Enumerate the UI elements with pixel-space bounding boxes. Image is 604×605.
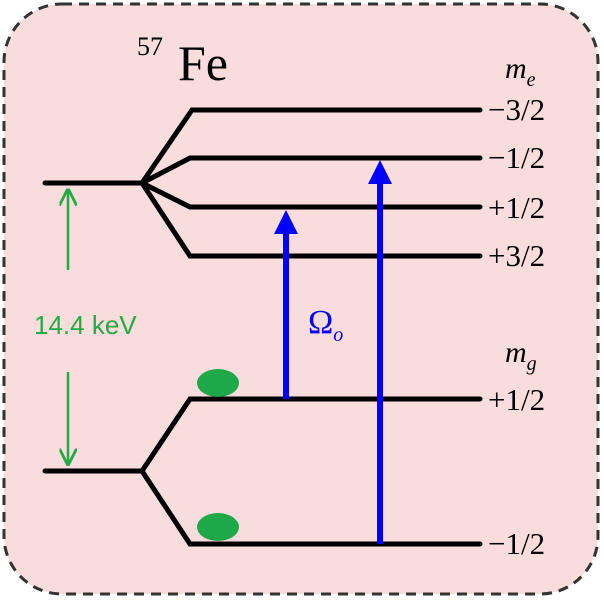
excited-state-subscript: e: [527, 69, 536, 91]
rabi-subscript: o: [333, 324, 343, 346]
excited-sublevel-label-2: −1/2: [488, 140, 545, 175]
ground-sublevel-label-1: +1/2: [488, 382, 545, 417]
excited-sublevel-label-1: −3/2: [488, 92, 545, 127]
ground-state-symbol: m: [505, 336, 527, 369]
rabi-symbol: Ω: [308, 304, 333, 341]
excited-state-label: me: [505, 52, 536, 91]
isotope-element: Fe: [178, 35, 228, 91]
energy-label: 14.4 keV: [34, 310, 137, 340]
excited-sublevel-line-2: [139, 155, 483, 186]
ground-state-levels: [42, 396, 483, 547]
panel-background: [2, 2, 600, 596]
excited-sublevel-label-4: +3/2: [488, 238, 545, 273]
ground-sublevel-label-2: −1/2: [488, 526, 545, 561]
excited-sublevel-line-1: [139, 107, 483, 186]
excited-sublevel-line-4: [139, 180, 483, 259]
ground-sublevel-line-2: [139, 468, 483, 547]
excited-sublevel-line-3: [139, 180, 483, 210]
population-dot-lower: [197, 513, 239, 541]
ground-state-label: mg: [505, 336, 537, 375]
excited-sublevel-label-3: +1/2: [488, 190, 545, 225]
rabi-frequency-label: Ωo: [308, 304, 343, 346]
excited-state-levels: [42, 107, 483, 259]
isotope-mass-number: 57: [137, 32, 163, 61]
population-dot-upper: [197, 369, 239, 397]
ground-sublevel-line-1: [139, 396, 483, 474]
ground-state-subscript: g: [527, 353, 537, 375]
excited-state-symbol: m: [505, 52, 527, 85]
